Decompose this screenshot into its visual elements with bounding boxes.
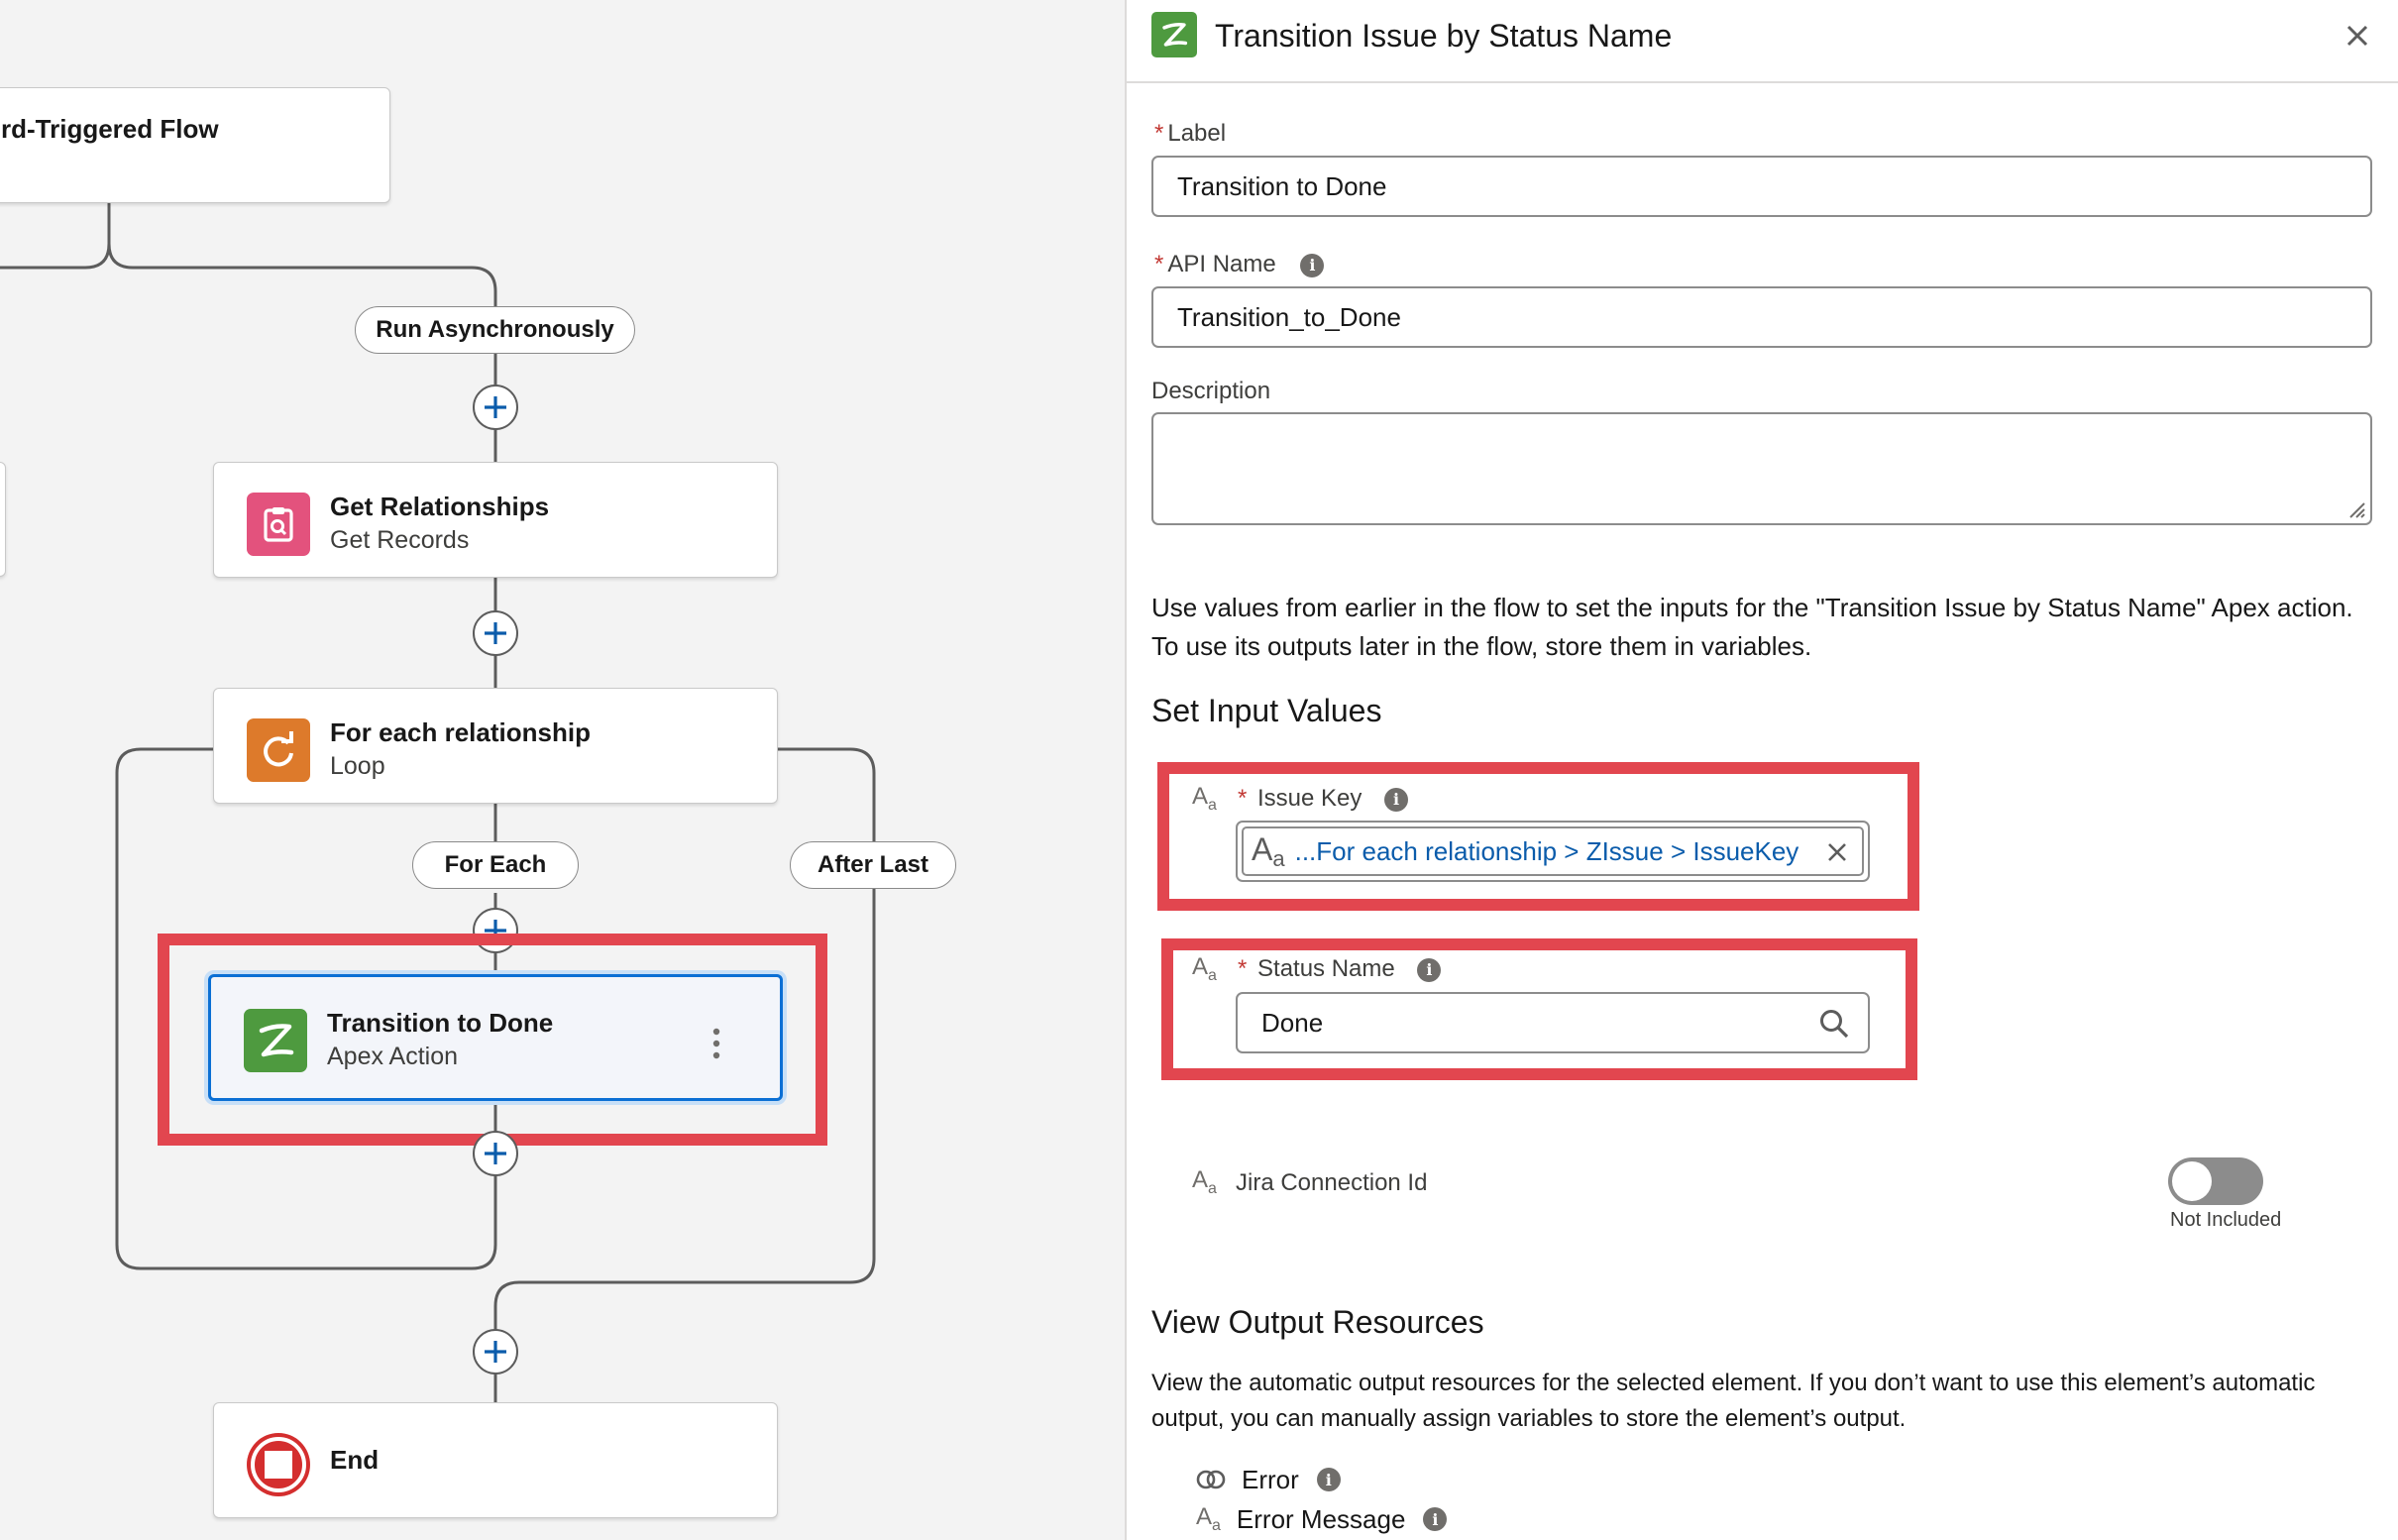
transition-to-done-title: Transition to Done — [327, 1008, 554, 1038]
label-field-label-text: Label — [1167, 120, 1227, 147]
api-name-label-text: API Name — [1167, 251, 1276, 277]
status-name-label-text: Status Name — [1257, 955, 1395, 982]
after-last-text: After Last — [817, 851, 929, 878]
label-field-label: *Label — [1154, 120, 1227, 147]
after-last-label: After Last — [790, 841, 956, 889]
issue-key-resource-pill[interactable]: Aa ...For each relationship > ZIssue > I… — [1242, 826, 1864, 876]
add-element-button[interactable] — [473, 1329, 518, 1375]
loop-icon — [247, 718, 310, 782]
remove-icon[interactable] — [1826, 841, 1848, 863]
get-records-icon — [247, 493, 310, 556]
for-each-relationship-node[interactable]: For each relationship Loop — [213, 688, 778, 804]
issue-key-label-text: Issue Key — [1257, 785, 1362, 812]
transition-to-done-subtitle: Apex Action — [327, 1043, 459, 1070]
stop-icon — [247, 1433, 310, 1496]
intro-text: Use values from earlier in the flow to s… — [1151, 593, 2353, 661]
description-label-text: Description — [1151, 378, 1271, 404]
toggle-knob — [2172, 1161, 2212, 1201]
start-node[interactable]: rd-Triggered Flow t — [0, 87, 390, 203]
status-name-value: Done — [1261, 1007, 1324, 1038]
description-field-label: Description — [1151, 378, 1270, 405]
annotation-highlight-box — [158, 934, 827, 1146]
plus-icon — [485, 1143, 506, 1164]
kebab-menu-icon[interactable] — [707, 1027, 726, 1060]
flow-canvas[interactable]: rd-Triggered Flow t Run Asynchronously G… — [0, 0, 1125, 1540]
api-name-input[interactable]: Transition_to_Done — [1151, 286, 2372, 348]
description-textarea[interactable] — [1151, 412, 2372, 525]
info-icon[interactable]: i — [1300, 253, 1325, 277]
annotation-highlight-box — [1157, 762, 1919, 911]
for-each-relationship-title: For each relationship — [330, 717, 591, 747]
api-name-field-label: *API Name i — [1154, 251, 1325, 278]
text-type-icon: Aa — [1192, 953, 1217, 984]
toggle-caption: Not Included — [2170, 1209, 2282, 1231]
label-input[interactable]: Transition to Done — [1151, 156, 2372, 217]
status-name-label: * Status Name i — [1238, 955, 1442, 983]
property-panel: Transition Issue by Status Name *Label T… — [1125, 0, 2398, 1540]
text-type-icon: Aa — [1252, 830, 1285, 871]
view-output-resources-heading: View Output Resources — [1151, 1304, 1484, 1340]
end-title: End — [330, 1445, 380, 1475]
include-toggle[interactable] — [2168, 1157, 2263, 1205]
text-type-icon: Aa — [1196, 1503, 1221, 1534]
side-node-cropped[interactable] — [0, 462, 6, 577]
label-input-value: Transition to Done — [1177, 170, 1387, 201]
get-relationships-subtitle: Get Records — [330, 526, 470, 554]
annotation-highlight-box — [1161, 938, 1917, 1080]
for-each-text: For Each — [444, 851, 547, 878]
info-icon[interactable]: i — [1316, 1468, 1341, 1491]
add-element-button[interactable] — [473, 385, 518, 430]
run-asynchronously-label: Run Asynchronously — [355, 306, 635, 354]
issue-key-pill-value: ...For each relationship > ZIssue > Issu… — [1294, 835, 1799, 866]
issue-key-label: * Issue Key i — [1238, 785, 1409, 813]
transition-to-done-node[interactable]: Transition to Done Apex Action — [208, 974, 783, 1101]
api-name-input-value: Transition_to_Done — [1177, 301, 1401, 332]
close-icon[interactable] — [2344, 22, 2371, 50]
get-relationships-title: Get Relationships — [330, 492, 550, 521]
get-relationships-node[interactable]: Get Relationships Get Records — [213, 462, 778, 578]
for-each-label: For Each — [412, 841, 579, 889]
add-element-button[interactable] — [473, 1131, 518, 1176]
plus-icon — [485, 622, 506, 644]
info-icon[interactable]: i — [1423, 1507, 1448, 1531]
panel-title: Transition Issue by Status Name — [1215, 18, 1673, 54]
info-icon[interactable]: i — [1384, 787, 1409, 812]
resize-handle-icon[interactable] — [2344, 497, 2366, 519]
output-item-error[interactable]: Error i — [1196, 1465, 1341, 1494]
search-icon[interactable] — [1818, 1008, 1850, 1040]
text-type-icon: Aa — [1192, 783, 1217, 814]
jira-connection-label: Jira Connection Id — [1236, 1169, 1428, 1196]
plus-icon — [485, 1341, 506, 1363]
add-element-button[interactable] — [473, 908, 518, 953]
text-type-icon: Aa — [1192, 1166, 1217, 1197]
for-each-relationship-subtitle: Loop — [330, 752, 385, 780]
plus-icon — [485, 396, 506, 418]
panel-header: Transition Issue by Status Name — [1127, 0, 2398, 83]
start-node-title: rd-Triggered Flow — [1, 114, 219, 144]
end-node[interactable]: End — [213, 1402, 778, 1518]
output-item-error-message[interactable]: Aa Error Message i — [1196, 1503, 1448, 1534]
add-element-button[interactable] — [473, 610, 518, 656]
output-error-message-label: Error Message — [1236, 1503, 1406, 1534]
apex-action-icon — [244, 1009, 307, 1072]
info-icon[interactable]: i — [1417, 957, 1442, 982]
output-description-text: View the automatic output resources for … — [1151, 1370, 2316, 1432]
link-icon — [1196, 1470, 1226, 1489]
output-error-label: Error — [1242, 1464, 1299, 1494]
run-asynchronously-text: Run Asynchronously — [376, 316, 614, 343]
apex-action-icon — [1151, 12, 1197, 57]
issue-key-input[interactable]: Aa ...For each relationship > ZIssue > I… — [1236, 821, 1870, 882]
status-name-input[interactable]: Done — [1236, 992, 1870, 1053]
set-input-values-heading: Set Input Values — [1151, 693, 1382, 728]
